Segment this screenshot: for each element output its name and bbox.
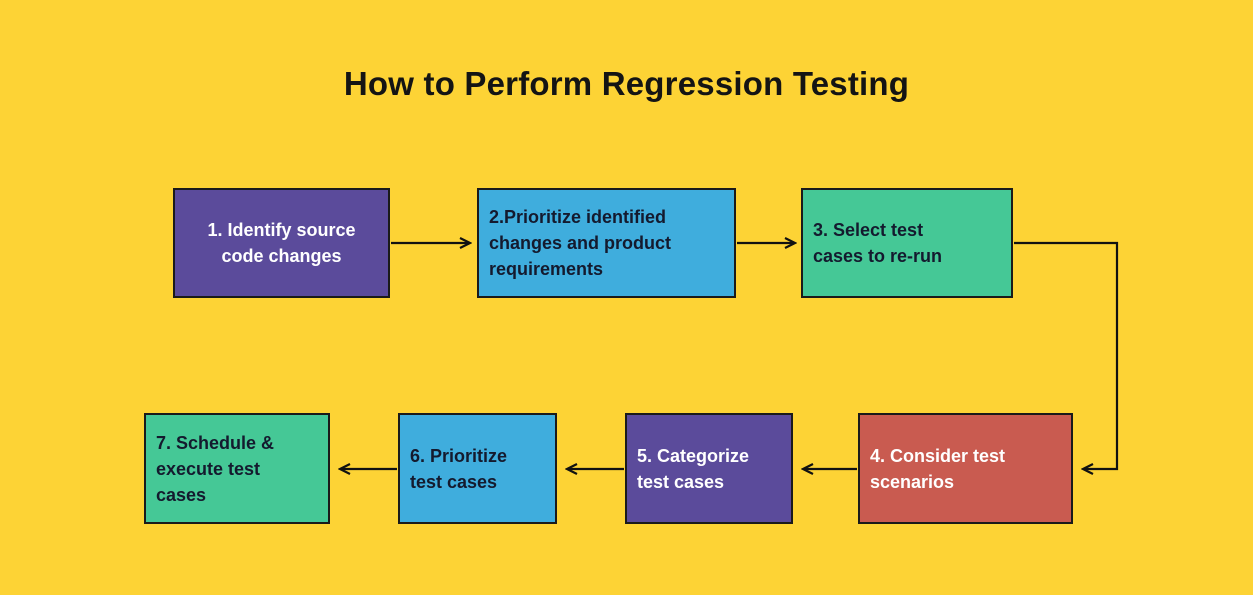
flow-node-step-2-label: 2.Prioritize identified changes and prod…: [489, 207, 672, 279]
flow-node-step-7-label: 7. Schedule & execute test cases: [156, 432, 275, 505]
flow-node-step-6[interactable]: 6. Prioritize test cases: [398, 413, 557, 524]
flow-node-step-1[interactable]: 1. Identify source code changes: [173, 188, 390, 298]
page-title: How to Perform Regression Testing: [343, 65, 910, 102]
flow-node-step-1-label: 1. Identify source code changes: [207, 220, 356, 266]
flow-node-step-2[interactable]: 2.Prioritize identified changes and prod…: [477, 188, 736, 298]
flow-node-step-4[interactable]: 4. Consider test scenarios: [858, 413, 1073, 524]
flow-node-step-3-label: 3. Select test cases to re-run: [813, 220, 943, 266]
flow-node-step-5-label: 5. Categorize test cases: [637, 445, 750, 492]
flow-node-step-6-label: 6. Prioritize test cases: [410, 445, 508, 492]
flow-node-step-3[interactable]: 3. Select test cases to re-run: [801, 188, 1013, 298]
flow-node-step-4-label: 4. Consider test scenarios: [870, 445, 1006, 492]
flow-node-step-5[interactable]: 5. Categorize test cases: [625, 413, 793, 524]
flow-node-step-7[interactable]: 7. Schedule & execute test cases: [144, 413, 330, 524]
